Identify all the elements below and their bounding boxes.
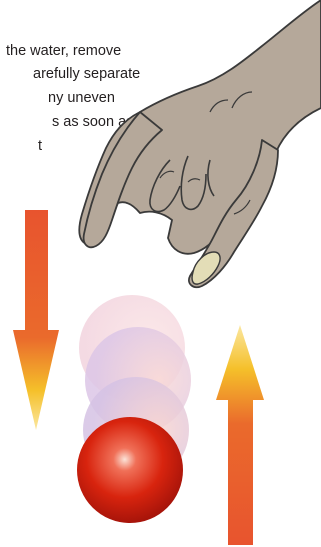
up-arrow-icon (216, 325, 264, 545)
hand-icon (79, 0, 321, 287)
ball-icon (77, 417, 183, 523)
down-arrow-icon (13, 210, 59, 430)
